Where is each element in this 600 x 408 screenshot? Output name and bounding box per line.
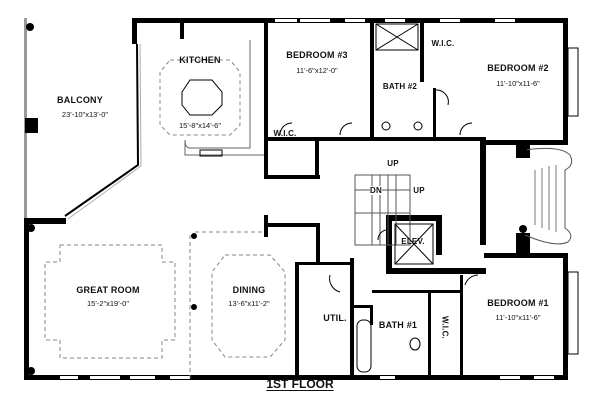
fixtures <box>44 23 579 378</box>
elevator-label: ELEV. <box>401 237 425 246</box>
columns <box>26 23 527 375</box>
bedroom2-dims: 11'-10"x11-6" <box>496 79 540 88</box>
wic-kitchen-label: W.I.C. <box>273 129 297 138</box>
bedroom1-label: BEDROOM #1 <box>487 298 549 308</box>
bedroom2-label: BEDROOM #2 <box>487 63 549 73</box>
bedroom1-dims: 11'-10"x11'-6" <box>495 313 541 322</box>
kitchen-label: KITCHEN <box>179 55 221 65</box>
great-room-label: GREAT ROOM <box>76 285 140 295</box>
great-room-dims: 15'-2"x19'-0" <box>87 299 129 308</box>
stair-up2-label: UP <box>413 186 425 195</box>
windows <box>60 19 554 379</box>
util-label: UTIL. <box>323 313 347 323</box>
bath1-label: BATH #1 <box>378 320 418 330</box>
kitchen-dims: 15'-8"x14'-6" <box>179 121 221 130</box>
dining-dims: 13'-6"x11'-2" <box>228 299 270 308</box>
bedroom3-dims: 11'-6"x12'-0" <box>296 66 338 75</box>
floor-title: 1ST FLOOR <box>266 377 334 391</box>
bath2-label: BATH #2 <box>382 82 418 91</box>
dining-label: DINING <box>232 285 266 295</box>
stair-up-label: UP <box>387 159 399 168</box>
walls <box>24 18 568 380</box>
bedroom3-label: BEDROOM #3 <box>286 50 348 60</box>
wic-bed1-label: W.I.C. <box>440 316 450 339</box>
balcony-dims: 23'-10"x13'-0" <box>61 110 109 119</box>
stair-down-label: DN <box>370 186 382 195</box>
balcony-label: BALCONY <box>57 95 103 105</box>
wic-top-label: W.I.C. <box>431 39 455 48</box>
